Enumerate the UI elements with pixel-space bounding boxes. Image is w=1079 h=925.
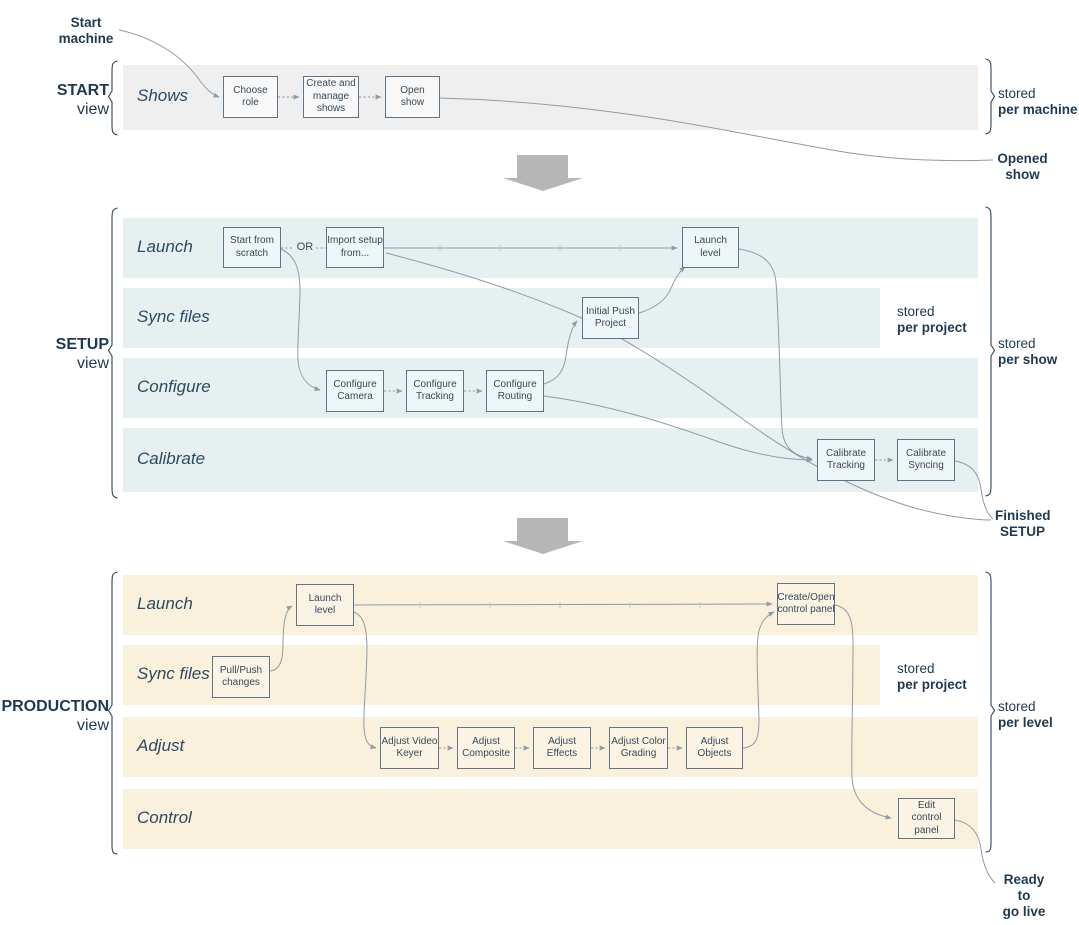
down-arrow-start-to-setup-icon bbox=[503, 155, 583, 191]
row-label-setup-sync-files: Sync files bbox=[137, 307, 210, 326]
row-label-control: Control bbox=[137, 808, 192, 827]
row-label-calibrate: Calibrate bbox=[137, 449, 206, 468]
stored-per-project-setup: stored per project bbox=[897, 304, 967, 336]
node-choose-role: Choose role bbox=[223, 76, 278, 118]
node-initial-push-project: Initial Push Project bbox=[582, 297, 639, 339]
stored-label: stored bbox=[998, 86, 1036, 101]
row-label-adjust: Adjust bbox=[137, 736, 185, 755]
section-title: SETUP bbox=[55, 336, 109, 353]
stored-scope: per project bbox=[897, 319, 967, 335]
node-adjust-effects: Adjust Effects bbox=[533, 727, 591, 769]
node-configure-camera: Configure Camera bbox=[326, 370, 384, 412]
section-label-start: START view bbox=[0, 81, 109, 119]
section-title: START bbox=[56, 82, 109, 99]
bracket-start-right bbox=[985, 58, 996, 135]
node-open-show: Open show bbox=[385, 76, 440, 118]
node-configure-tracking: Configure Tracking bbox=[406, 370, 464, 412]
bracket-setup-right bbox=[985, 206, 996, 497]
annotation-opened-show: Opened show bbox=[997, 151, 1048, 182]
annotation-ready-to-go-live: Ready to go live bbox=[1002, 872, 1046, 919]
stored-label: stored bbox=[897, 661, 935, 676]
stored-label: stored bbox=[998, 699, 1036, 714]
node-production-launch-level: Launch level bbox=[296, 584, 354, 626]
row-label-production-launch: Launch bbox=[137, 594, 193, 613]
node-start-from-scratch: Start from scratch bbox=[223, 227, 281, 268]
section-label-production: PRODUCTION view bbox=[0, 697, 109, 735]
band-setup-sync-files bbox=[123, 288, 880, 348]
node-setup-launch-level: Launch level bbox=[682, 227, 739, 268]
band-setup-configure bbox=[123, 358, 978, 418]
stored-label: stored bbox=[998, 336, 1036, 351]
row-label-shows: Shows bbox=[137, 86, 189, 105]
down-arrow-setup-to-production-icon bbox=[503, 518, 583, 554]
stored-scope: per machine bbox=[998, 101, 1078, 117]
node-edit-control-panel: Edit control panel bbox=[898, 798, 955, 839]
bracket-start-left bbox=[107, 60, 118, 136]
node-calibrate-tracking: Calibrate Tracking bbox=[817, 439, 875, 481]
stored-per-machine: stored per machine bbox=[998, 86, 1078, 118]
node-calibrate-syncing: Calibrate Syncing bbox=[897, 439, 955, 481]
stored-label: stored bbox=[897, 304, 935, 319]
section-title: PRODUCTION bbox=[1, 698, 109, 715]
stored-scope: per project bbox=[897, 676, 967, 692]
row-label-setup-launch: Launch bbox=[137, 237, 193, 256]
section-subtitle: view bbox=[76, 355, 109, 372]
stored-per-show: stored per show bbox=[998, 336, 1057, 368]
row-label-production-sync-files: Sync files bbox=[137, 664, 210, 683]
annotation-start-machine: Start machine bbox=[58, 15, 114, 46]
band-production-launch bbox=[123, 575, 978, 635]
section-subtitle: view bbox=[76, 101, 109, 118]
row-label-configure: Configure bbox=[137, 377, 211, 396]
node-adjust-objects: Adjust Objects bbox=[686, 727, 743, 769]
node-configure-routing: Configure Routing bbox=[486, 370, 544, 412]
node-create-manage-shows: Create and manage shows bbox=[303, 76, 359, 118]
stored-per-project-production: stored per project bbox=[897, 661, 967, 693]
node-import-setup-from: Import setup from... bbox=[326, 227, 384, 268]
node-pull-push-changes: Pull/Push changes bbox=[212, 656, 270, 698]
section-subtitle: view bbox=[76, 717, 109, 734]
annotation-finished-setup: Finished SETUP bbox=[995, 508, 1051, 539]
bracket-production-right bbox=[985, 571, 996, 853]
node-adjust-video-keyer: Adjust Video Keyer bbox=[380, 727, 439, 769]
stored-scope: per level bbox=[998, 714, 1053, 730]
bracket-setup-left bbox=[107, 207, 118, 499]
flow-create-open-to-edit-panel bbox=[834, 604, 892, 820]
stored-per-level: stored per level bbox=[998, 699, 1053, 731]
node-adjust-color-grading: Adjust Color Grading bbox=[609, 727, 668, 769]
or-label: OR bbox=[296, 241, 314, 253]
section-label-setup: SETUP view bbox=[0, 335, 109, 373]
band-production-control bbox=[123, 789, 978, 849]
node-create-open-control-panel: Create/Open control panel bbox=[777, 583, 835, 625]
node-adjust-composite: Adjust Composite bbox=[457, 727, 515, 769]
stored-scope: per show bbox=[998, 351, 1058, 367]
bracket-production-left bbox=[107, 571, 118, 855]
